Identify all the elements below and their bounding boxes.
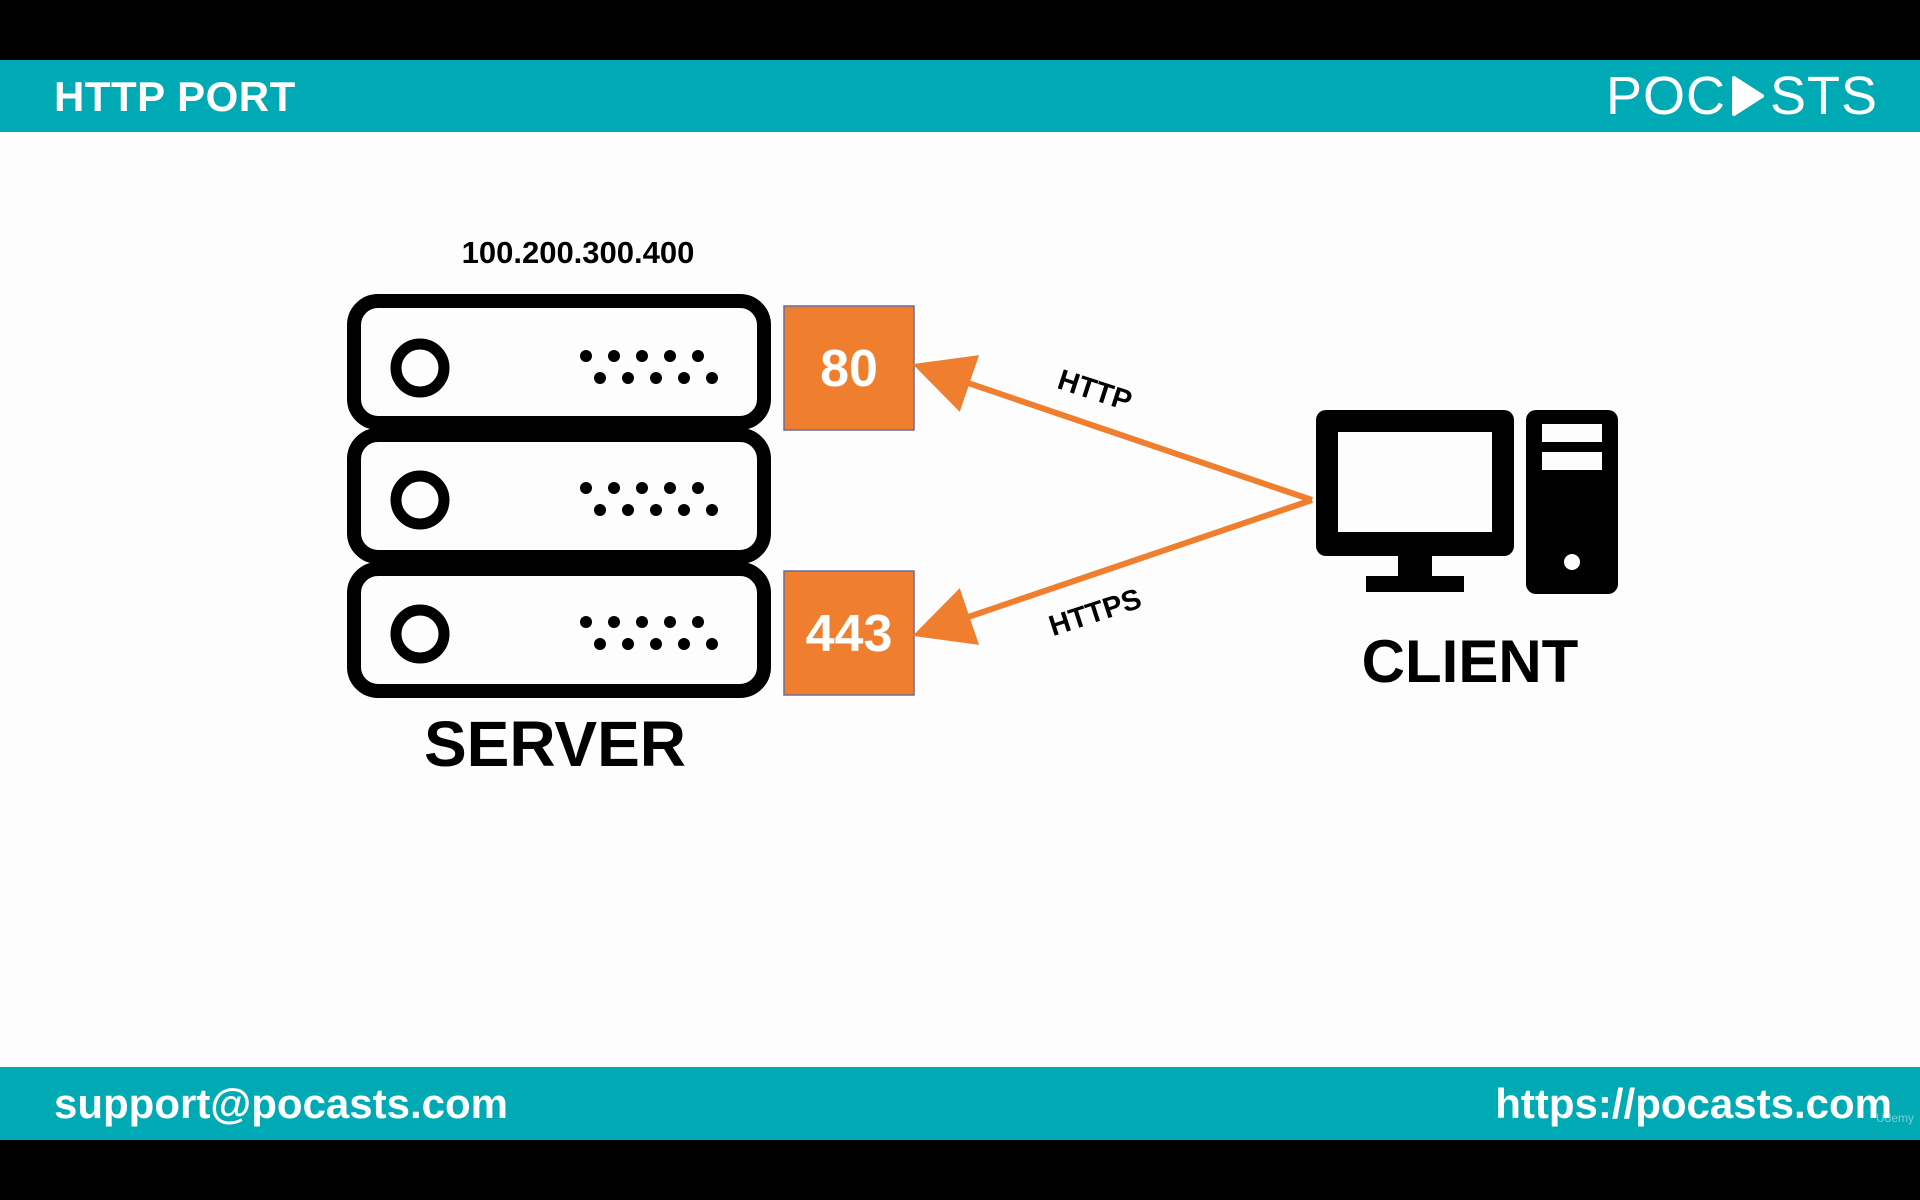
pocasts-logo: POC STS bbox=[1606, 68, 1878, 124]
server-unit bbox=[347, 294, 771, 430]
server-ip-label: 100.200.300.400 bbox=[462, 235, 695, 270]
https-protocol-label: HTTPS bbox=[1045, 583, 1145, 643]
udemy-watermark: Udemy bbox=[1875, 1111, 1914, 1125]
letterbox-top bbox=[0, 0, 1920, 60]
website-link[interactable]: https://pocasts.com bbox=[1495, 1080, 1892, 1127]
play-icon bbox=[1731, 76, 1764, 116]
support-email-link[interactable]: support@pocasts.com bbox=[54, 1080, 509, 1127]
letterbox-bottom bbox=[0, 1140, 1920, 1200]
computer-icon bbox=[1316, 410, 1618, 594]
logo-text-left: POC bbox=[1605, 66, 1726, 126]
logo-text-right: STS bbox=[1769, 66, 1878, 126]
server-label: SERVER bbox=[424, 708, 686, 780]
https-arrow bbox=[912, 497, 1313, 645]
server-unit bbox=[347, 562, 771, 698]
page-title: HTTP PORT bbox=[54, 73, 296, 120]
slide-content: 100.200.300.400 bbox=[0, 132, 1920, 1067]
server-unit bbox=[347, 428, 771, 564]
http-arrow bbox=[912, 355, 1313, 503]
port-box-80: 80 bbox=[783, 305, 915, 431]
http-protocol-label: HTTP bbox=[1054, 364, 1136, 418]
port-box-443: 443 bbox=[783, 570, 915, 696]
port-number: 80 bbox=[820, 340, 878, 398]
footer-bar: support@pocasts.com https://pocasts.com … bbox=[0, 1067, 1920, 1140]
client-label: CLIENT bbox=[1362, 628, 1579, 695]
server-icon bbox=[347, 294, 771, 698]
http-port-diagram: 100.200.300.400 bbox=[347, 235, 1618, 780]
header-bar: HTTP PORT POC STS bbox=[0, 60, 1920, 132]
port-number: 443 bbox=[806, 605, 893, 663]
